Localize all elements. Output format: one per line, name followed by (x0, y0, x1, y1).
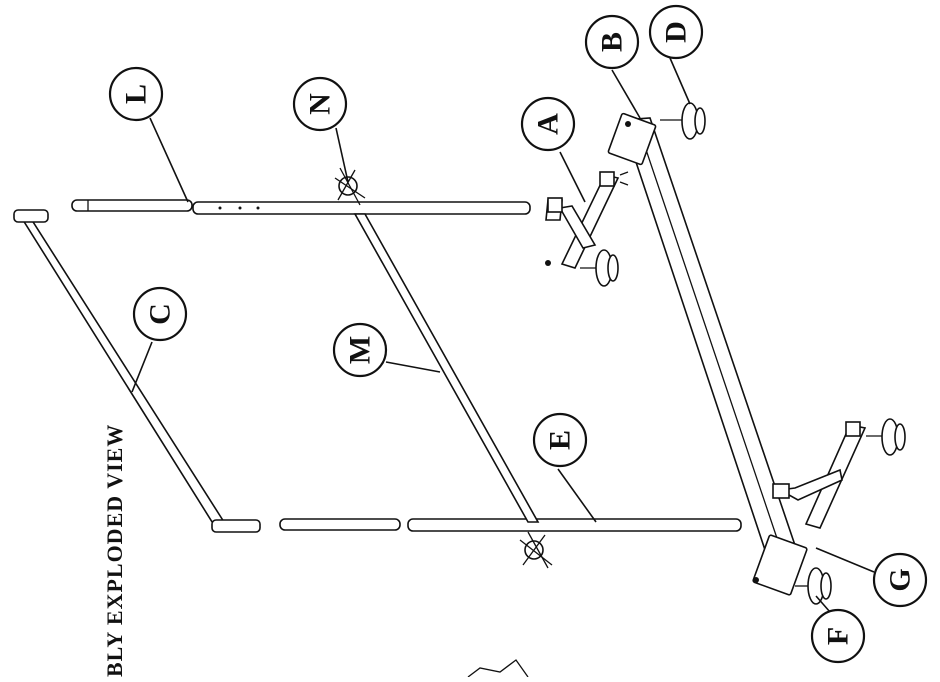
leader-f (815, 595, 831, 613)
page-fragment (467, 659, 529, 678)
leader-n (335, 127, 349, 183)
leader-l (149, 117, 189, 203)
caster-wheel-f (753, 567, 832, 605)
callout-c: C (132, 286, 188, 342)
callout-b: B (584, 14, 640, 70)
leader-e (557, 468, 597, 523)
part-m-crossbar (353, 213, 540, 523)
part-c-crossbar (13, 209, 261, 533)
callout-a: A (520, 96, 576, 152)
svg-text:B: B (596, 32, 629, 52)
part-n-main-pole (192, 201, 531, 215)
callout-g: G (872, 552, 928, 608)
leader-g (815, 547, 875, 573)
callout-n: N (292, 76, 348, 132)
callout-m: M (332, 322, 388, 378)
knob-clamp-top (334, 167, 366, 206)
callout-e: E (532, 412, 588, 468)
callout-f: F (810, 608, 866, 664)
leader-b (611, 69, 641, 119)
svg-text:D: D (660, 21, 693, 43)
leader-d (669, 57, 691, 105)
part-lower-foot-assembly (772, 421, 867, 529)
leader-c (131, 341, 153, 393)
callout-l: L (108, 66, 164, 122)
svg-text:L: L (120, 84, 153, 104)
caster-wheel-a (545, 249, 619, 287)
svg-text:C: C (144, 303, 177, 325)
part-a-foot-assembly (545, 171, 629, 269)
svg-text:N: N (304, 93, 337, 115)
part-b-base-rail (607, 112, 808, 596)
part-l-upper-pole (71, 199, 193, 212)
leader-m (385, 361, 441, 373)
leader-a (559, 151, 586, 203)
callout-d: D (648, 4, 704, 60)
svg-text:G: G (884, 568, 917, 591)
svg-text:A: A (532, 113, 565, 135)
svg-text:E: E (544, 430, 577, 450)
knob-clamp-lower (519, 531, 553, 569)
diagram-title: BLY EXPLODED VIEW (102, 424, 127, 677)
caster-wheel-lower-right (866, 418, 906, 456)
svg-text:M: M (344, 336, 377, 364)
svg-text:F: F (822, 627, 855, 645)
part-e-lower-pole (279, 518, 742, 532)
